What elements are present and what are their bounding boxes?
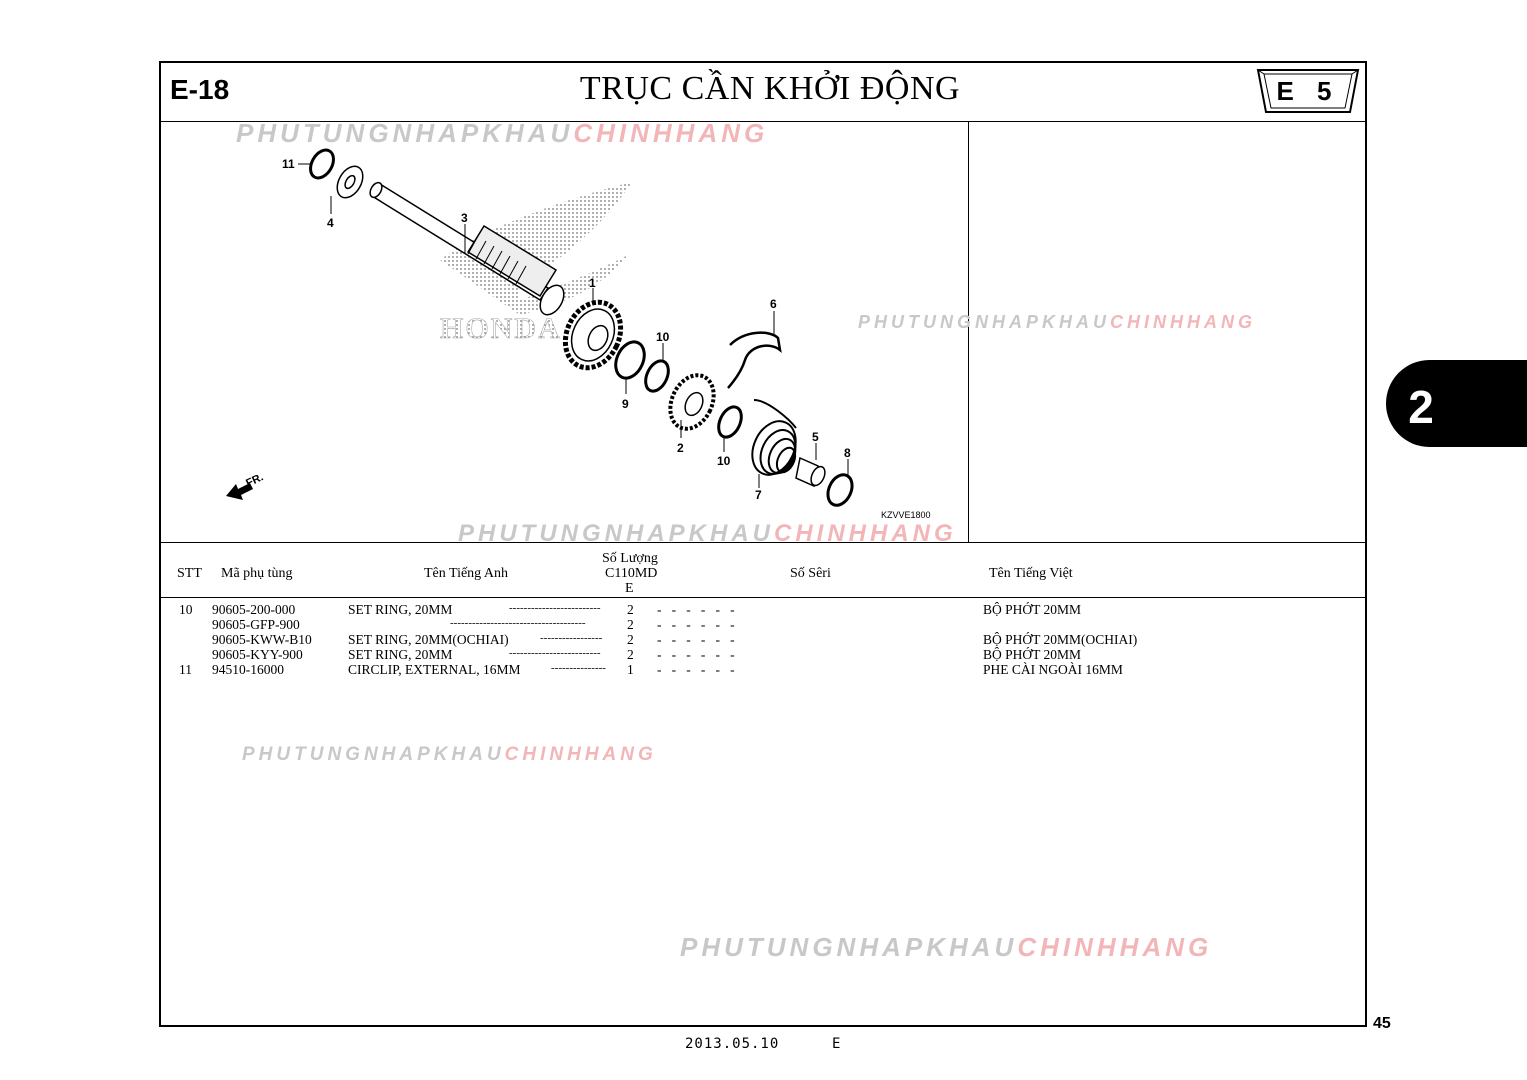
watermark-grey: PHUTUNGNHAPKHAU — [242, 744, 505, 765]
callout-label: 4 — [327, 216, 334, 230]
cell-qty: 1 — [627, 662, 634, 677]
set-ring-10-second — [717, 405, 743, 439]
cell-part-no: 90605-GFP-900 — [212, 617, 300, 632]
cell-name-en: SET RING, 20MM — [348, 647, 453, 662]
cell-marks: - - - - - - — [657, 602, 735, 617]
kick-starter-gear-1 — [562, 299, 624, 371]
chapter-tab[interactable]: 2 — [1386, 360, 1527, 447]
callout-label: 5 — [812, 430, 819, 444]
spring-collar-5 — [795, 456, 826, 488]
col-header-part-no: Mã phụ tùng — [221, 566, 293, 581]
watermark: PHUTUNGNHAPKHAUCHINHHANG — [858, 312, 1256, 333]
cell-part-no: 94510-16000 — [212, 662, 284, 677]
watermark-red: CHINHHANG — [1017, 932, 1213, 962]
watermark-red: CHINHHANG — [774, 520, 957, 547]
col-header-stt: STT — [177, 566, 202, 581]
callout-label: 7 — [755, 488, 762, 502]
honda-wing-logo — [440, 182, 632, 315]
circlip-11 — [309, 148, 335, 180]
cell-name-en: SET RING, 20MM — [348, 602, 453, 617]
cell-marks: - - - - - - — [657, 617, 735, 632]
cell-dashes: ------------------------- — [509, 647, 601, 659]
col-header-type: E — [625, 581, 634, 596]
watermark: PHUTUNGNHAPKHAUCHINHHANG — [680, 932, 1212, 963]
footer-date: 2013.05.10 — [685, 1036, 780, 1052]
badge-frame-icon — [1256, 69, 1360, 113]
cell-part-no: 90605-200-000 — [212, 602, 296, 617]
watermark: PHUTUNGNHAPKHAUCHINHHANG — [236, 118, 768, 149]
front-label: FR. — [244, 471, 265, 489]
table-header-divider — [161, 597, 1366, 598]
cell-name-vi: PHE CÀI NGOÀI 16MM — [983, 662, 1123, 677]
cell-qty: 2 — [627, 632, 634, 647]
cell-part-no: 90605-KYY-900 — [212, 647, 303, 662]
exploded-parts-diagram: HONDA — [226, 148, 931, 520]
col-header-name-en: Tên Tiếng Anh — [424, 566, 509, 581]
front-arrow-icon — [226, 483, 253, 500]
watermark: PHUTUNGNHAPKHAUCHINHHANG — [242, 744, 657, 766]
page-title: TRỤC CẦN KHỞI ĐỘNG — [579, 70, 961, 107]
badge-label: E 5 — [1276, 76, 1340, 106]
cell-name-vi: BỘ PHỚT 20MM — [983, 647, 1082, 662]
cell-dashes: ----------------- — [540, 632, 603, 644]
table-top-divider — [161, 542, 1366, 543]
return-spring-7 — [751, 399, 797, 476]
collar-4 — [336, 165, 364, 199]
page-number: 45 — [1373, 1015, 1391, 1032]
diagram-divider — [968, 122, 969, 542]
cell-dashes: --------------- — [551, 662, 606, 674]
callout-label: 9 — [622, 397, 629, 411]
cell-stt: 10 — [179, 602, 193, 617]
col-header-model: C110MD — [605, 566, 658, 581]
watermark-red: CHINHHANG — [504, 744, 657, 765]
honda-logo-text: HONDA — [440, 312, 562, 345]
ratchet-guide-6 — [727, 331, 782, 389]
cell-dashes: ------------------------------------- — [450, 617, 586, 629]
col-header-serial: Số Sêri — [790, 566, 831, 581]
cell-part-no: 90605-KWW-B10 — [212, 632, 312, 647]
cell-stt: 11 — [179, 662, 192, 677]
watermark-grey: PHUTUNGNHAPKHAU — [236, 118, 574, 148]
washer-8 — [826, 473, 854, 507]
watermark-red: CHINHHANG — [573, 118, 769, 148]
washer-9 — [614, 340, 646, 380]
watermark-red: CHINHHANG — [1110, 312, 1256, 332]
cell-qty: 2 — [627, 647, 634, 662]
watermark-grey: PHUTUNGNHAPKHAU — [680, 932, 1018, 962]
watermark-grey: PHUTUNGNHAPKHAU — [458, 520, 774, 547]
callout-label: 11 — [282, 157, 295, 171]
callout-label: 10 — [717, 454, 731, 468]
callout-label: 1 — [589, 276, 596, 290]
footer-edition: E — [832, 1036, 842, 1052]
col-header-name-vi: Tên Tiếng Việt — [989, 566, 1073, 581]
cell-marks: - - - - - - — [657, 632, 735, 647]
cell-marks: - - - - - - — [657, 662, 735, 677]
callout-label: 2 — [677, 441, 684, 455]
page-frame — [159, 61, 1367, 1027]
cell-name-en: SET RING, 20MM(OCHIAI) — [348, 632, 509, 647]
cell-marks: - - - - - - — [657, 647, 735, 662]
col-header-qty: Số Lượng — [602, 551, 658, 566]
cell-name-vi: BỘ PHỚT 20MM(OCHIAI) — [983, 632, 1138, 647]
diagram-ref-code: KZVVE1800 — [881, 510, 931, 520]
ratchet-2 — [668, 373, 716, 431]
cell-name-en: CIRCLIP, EXTERNAL, 16MM — [348, 662, 521, 677]
chapter-tab-label: 2 — [1408, 381, 1434, 433]
section-code: E-18 — [170, 74, 230, 105]
cell-name-vi: BỘ PHỚT 20MM — [983, 602, 1082, 617]
callout-label: 10 — [656, 330, 670, 344]
section-badge: E 5 — [1256, 68, 1360, 114]
cell-dashes: ------------------------- — [509, 602, 601, 614]
watermark-grey: PHUTUNGNHAPKHAU — [858, 312, 1110, 332]
header-divider — [161, 121, 1366, 122]
watermark: PHUTUNGNHAPKHAUCHINHHANG — [458, 520, 957, 548]
callout-label: 6 — [770, 297, 777, 311]
callout-label: 3 — [461, 211, 468, 225]
cell-qty: 2 — [627, 602, 634, 617]
cell-qty: 2 — [627, 617, 634, 632]
set-ring-10 — [644, 359, 670, 393]
callout-label: 8 — [844, 446, 851, 460]
